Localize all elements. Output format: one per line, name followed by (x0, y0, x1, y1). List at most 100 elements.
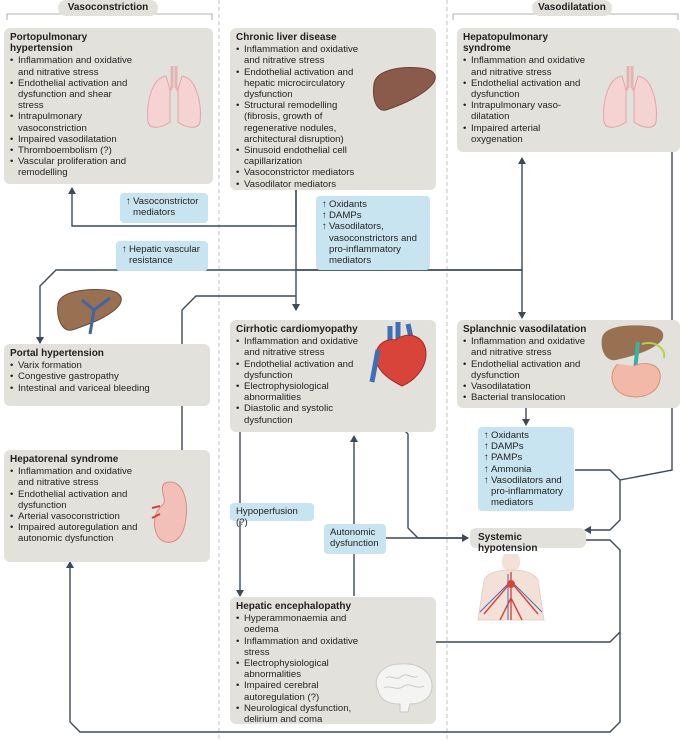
arrow-to-hepatopulmonary (296, 157, 526, 271)
list-item: Endothelial activation and dysfunction a… (10, 78, 140, 112)
list-item: Electrophysiological abnormalities (236, 381, 368, 403)
up-arrow-icon: ↑ (322, 221, 327, 233)
splanchnic-title: Splanchnic vasodilatation (463, 324, 587, 335)
splanchnic-list: Inflammation and oxidative and nitrative… (463, 336, 603, 403)
up-arrow-icon: ↑ (484, 441, 489, 453)
hepatorenal-title: Hepatorenal syndrome (10, 454, 119, 465)
portal-title: Portal hypertension (10, 348, 104, 359)
up-arrow-icon: ↑ (484, 463, 489, 475)
list-item: Intestinal and variceal bleeding (10, 383, 204, 394)
list-item: Endothelial activation and dysfunction (236, 359, 368, 381)
hepatic-resistance-mediators: ↑Hepatic vascular resistance (116, 241, 208, 271)
cardiomyopathy-list: Inflammation and oxidative and nitrative… (236, 336, 368, 426)
list-item: Impaired vasodilatation (10, 134, 140, 145)
list-item: Neurological dysfunction, delirium and c… (236, 703, 364, 725)
mediator-text: Vasoconstrictor mediators (133, 196, 199, 219)
list-item: Thromboembolism (?) (10, 145, 140, 156)
up-arrow-icon: ↑ (484, 430, 489, 441)
brain-icon (375, 663, 433, 713)
list-item: Impaired cerebral autoregulation (?) (236, 680, 364, 702)
arrow-mediators-to-hypotension (575, 469, 621, 534)
portal-list: Varix formation Congestive gastropathy I… (10, 360, 204, 394)
list-item: Inflammation and oxidative stress (236, 636, 364, 658)
list-item: Vasodilatation (463, 381, 603, 392)
list-item: Inflammation and oxidative and nitrative… (10, 55, 140, 77)
vasodilatation-header: Vasodilatation (532, 0, 612, 16)
list-item: Structural remodelling (fibrosis, growth… (236, 100, 364, 145)
chronic-liver-box: Chronic liver disease Inflammation and o… (230, 28, 436, 190)
up-arrow-icon: ↑ (484, 474, 489, 486)
arrow-to-splanchnic (296, 269, 526, 319)
arrow-cardio-to-hypotension (366, 423, 469, 542)
circulation-body-icon (477, 554, 545, 621)
heart-icon (369, 322, 427, 387)
mediator-text: Hepatic vascular resistance (129, 244, 200, 267)
list-item: Hyperammonaemia and oedema (236, 613, 364, 635)
list-item: Endothelial activation and dysfunction (10, 489, 142, 511)
hepatorenal-box: Hepatorenal syndrome Inflammation and ox… (4, 450, 210, 562)
mediator-text: Oxidants (329, 199, 367, 210)
mediator-text: Vasodilators and pro-inflammatory mediat… (491, 474, 563, 509)
liver-icon (57, 289, 122, 335)
mediator-text: Ammonia (491, 463, 532, 475)
list-item: Impaired autoregulation and autonomic dy… (10, 522, 142, 544)
arrow-hypotension-to-hepatorenal (66, 561, 621, 733)
portopulmonary-list: Inflammation and oxidative and nitrative… (10, 55, 140, 178)
hepatopulmonary-list: Inflammation and oxidative and nitrative… (463, 55, 591, 145)
mediator-text: PAMPs (491, 452, 523, 464)
list-item: Endothelial activation and hepatic micro… (236, 67, 364, 101)
encephalopathy-title: Hepatic encephalopathy (236, 601, 352, 612)
list-item: Vasoconstrictor mediators (236, 167, 364, 178)
mediator-text: DAMPs (491, 441, 524, 453)
encephalopathy-list: Hyperammonaemia and oedema Inflammation … (236, 613, 364, 725)
list-item: Intrapulmonary vasoconstriction (10, 111, 140, 133)
column-dividers (218, 0, 448, 740)
list-item: Inflammation and oxidative and nitrative… (236, 336, 368, 358)
portopulmonary-title: Portopulmonary hypertension (10, 32, 88, 55)
lungs-icon (147, 66, 201, 128)
cardiomyopathy-title: Cirrhotic cardiomyopathy (236, 324, 358, 335)
list-item: Electrophysiological abnormalities (236, 658, 364, 680)
list-item: Arterial vasoconstriction (10, 511, 142, 522)
list-item: Inflammation and oxidative and nitrative… (10, 466, 142, 488)
list-item: Sinusoid endothelial cell capillarizatio… (236, 145, 364, 167)
mediator-text: Oxidants (491, 430, 529, 441)
chronic-liver-title: Chronic liver disease (236, 32, 337, 43)
mediator-text: Vasodilators, vasoconstrictors and pro-i… (329, 221, 417, 267)
vasoconstrictor-mediators: ↑Vasoconstrictor mediators (120, 193, 208, 223)
gut-liver-icon (601, 325, 666, 398)
up-arrow-icon: ↑ (122, 244, 127, 255)
list-item: Inflammation and oxidative and nitrative… (236, 44, 364, 66)
hypoperfusion-label: Hypoperfusion (?) (230, 503, 314, 528)
list-item: Bacterial translocation (463, 392, 603, 403)
autonomic-dysfunction-label: Autonomic dysfunction (324, 524, 386, 554)
arrow-hypotension-to-encephalopathy (365, 539, 621, 646)
up-arrow-icon: ↑ (322, 199, 327, 210)
hepatopulmonary-title: Hepatopulmonary syndrome (463, 32, 549, 55)
list-item: Inflammation and oxidative and nitrative… (463, 55, 591, 77)
up-arrow-icon: ↑ (484, 452, 489, 464)
up-arrow-icon: ↑ (322, 210, 327, 222)
systemic-hypotension-box: Systemic hypotension (470, 528, 586, 554)
kidney-icon (151, 481, 187, 543)
list-item: Inflammation and oxidative and nitrative… (463, 336, 603, 358)
list-item: Diastolic and systolic dysfunction (236, 403, 368, 425)
list-item: Intrapulmonary vaso-dilatation (463, 100, 591, 122)
portal-box: Portal hypertension Varix formation Cong… (4, 344, 210, 406)
list-item: Impaired arterial oxygenation (463, 123, 591, 145)
list-item: Vasodilator mediators (236, 179, 364, 190)
vasoconstriction-header: Vasoconstriction (58, 0, 158, 16)
list-item: Varix formation (10, 360, 204, 371)
liver-icon (373, 67, 436, 111)
chronic-liver-list: Inflammation and oxidative and nitrative… (236, 44, 364, 190)
splanchnic-mediators: ↑Oxidants ↑DAMPs ↑PAMPs ↑Ammonia ↑Vasodi… (478, 427, 574, 511)
hepatorenal-list: Inflammation and oxidative and nitrative… (10, 466, 142, 544)
list-item: Endothelial activation and dysfunction (463, 359, 603, 381)
lungs-icon (603, 66, 657, 128)
mediator-text: DAMPs (329, 210, 362, 222)
list-item: Congestive gastropathy (10, 371, 204, 382)
list-item: Endothelial activation and dysfunction (463, 78, 591, 100)
center-mediators: ↑Oxidants ↑DAMPs ↑Vasodilators, vasocons… (316, 196, 430, 270)
up-arrow-icon: ↑ (126, 196, 131, 207)
